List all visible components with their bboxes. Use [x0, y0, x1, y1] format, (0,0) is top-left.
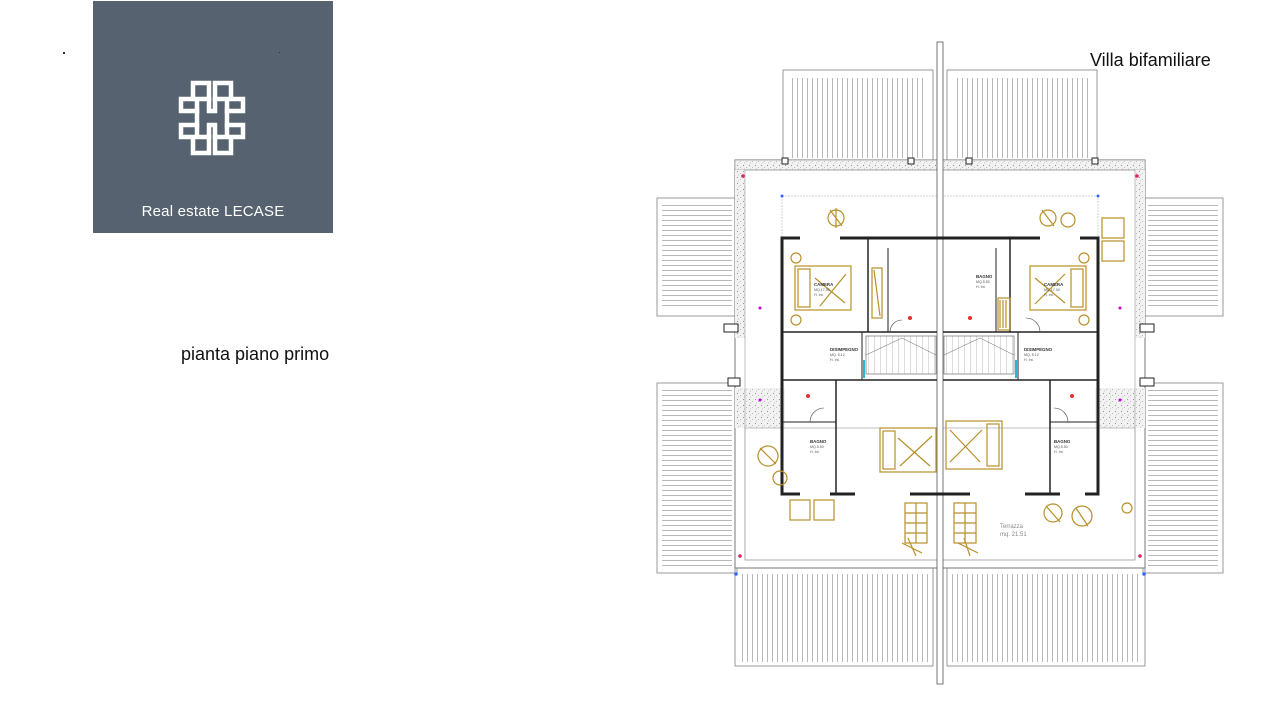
floor-plan-drawing: CAMERA MQ.17.00 H. Int. CAMERA MQ.17.00 … [656, 41, 1224, 685]
markers [734, 174, 1146, 576]
room-label: MQ.17.00 [814, 288, 830, 292]
room-label: BAGNO [810, 439, 827, 444]
room-label: BAGNO [976, 274, 993, 279]
stray-dot [279, 52, 280, 53]
windows [800, 236, 1085, 496]
room-label: MQ.5.50 [976, 280, 990, 284]
stray-dot [63, 52, 65, 54]
villa-title: Villa bifamiliare [1090, 50, 1211, 70]
room-label: MQ.5.50 [1054, 445, 1068, 449]
terrace-area: mq. 21.51 [1000, 532, 1027, 538]
roof-top [782, 69, 1098, 163]
floor-plan: CAMERA MQ.17.00 H. Int. CAMERA MQ.17.00 … [640, 38, 1240, 688]
room-label: H. Int. [810, 450, 820, 454]
room-label: H. Int. [1044, 293, 1054, 297]
room-label: CAMERA [1044, 282, 1064, 287]
room-label: MQ. 5.12 [1024, 353, 1039, 357]
party-wall [936, 41, 944, 685]
staircase [863, 335, 1017, 378]
room-label: CAMERA [814, 282, 834, 287]
room-label: MQ.17.00 [1044, 288, 1060, 292]
brand-name: Real estate LECASE [141, 203, 285, 220]
room-label: H. Int. [976, 285, 986, 289]
room-label: H. Int. [1054, 450, 1064, 454]
room-label: BAGNO [1054, 439, 1071, 444]
roof-sides [656, 197, 1224, 574]
posts [723, 157, 1155, 387]
room-label: H. Int. [830, 358, 840, 362]
furniture [757, 208, 1133, 557]
room-label: MQ.5.50 [810, 445, 824, 449]
room-label: DISIMPEGNO [830, 347, 859, 352]
brand-logo-panel: Real estate LECASE [93, 1, 333, 233]
room-label: H. Int. [1024, 358, 1034, 362]
room-label: H. Int. [814, 293, 824, 297]
room-labels: CAMERA MQ.17.00 H. Int. CAMERA MQ.17.00 … [810, 274, 1071, 538]
doors [809, 317, 1069, 423]
room-label: MQ. 5.12 [830, 353, 845, 357]
room-label: DISIMPEGNO [1024, 347, 1053, 352]
plan-label: pianta piano primo [181, 344, 330, 364]
brand-logo-icon [178, 80, 246, 156]
terrace-label: Terrazza [1000, 524, 1024, 530]
